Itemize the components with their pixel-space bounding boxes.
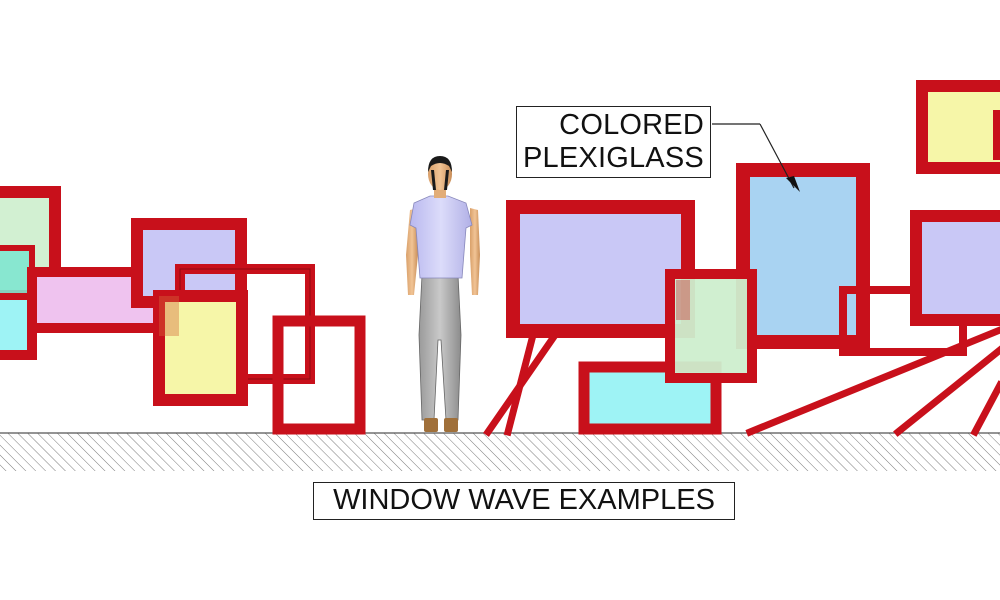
human-figure-icon (406, 156, 480, 432)
callout-line-2: PLEXIGLASS (523, 142, 704, 174)
window-frame-empty-right (272, 315, 366, 435)
window-frame-lavender-large (506, 200, 695, 338)
callout-line-1: COLORED (559, 109, 704, 141)
diagram-caption: WINDOW WAVE EXAMPLES (313, 482, 735, 520)
window-frame-mint (665, 269, 757, 383)
window-frame-yellow (153, 290, 248, 406)
left-window-cluster (0, 186, 366, 435)
window-frame-yellow-top (916, 80, 1000, 174)
window-frame-lavender-right (910, 210, 1000, 326)
ground (0, 432, 1000, 471)
support-posts (483, 320, 1000, 437)
arrowhead-icon (786, 176, 800, 192)
right-window-cluster (506, 80, 1000, 435)
callout-label: COLORED PLEXIGLASS (516, 106, 711, 178)
window-frame-edge (993, 110, 1000, 160)
callout-leader (712, 123, 800, 192)
